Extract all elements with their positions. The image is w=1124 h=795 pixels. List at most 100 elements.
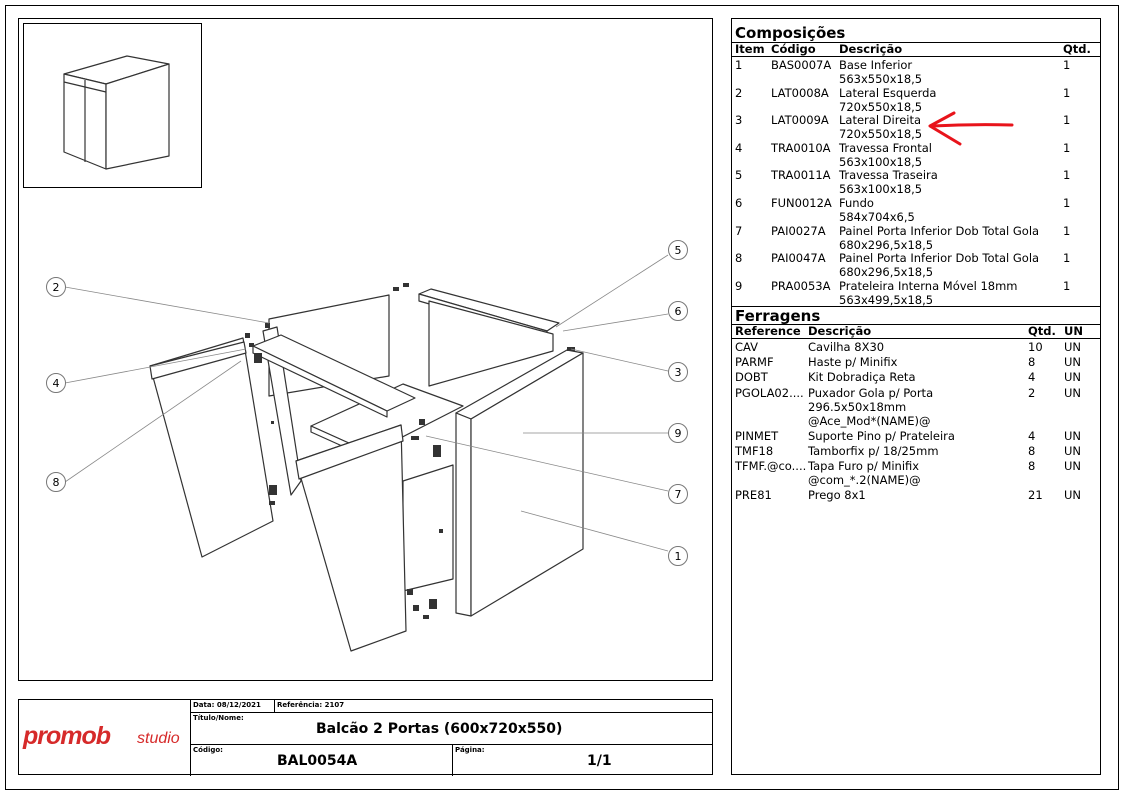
left-door-handle (149, 341, 247, 380)
red-arrow-annotation (928, 111, 1014, 146)
hardware-description: Kit Dobradiça Reta (808, 370, 916, 385)
svg-text:4: 4 (53, 377, 60, 390)
date-cell: Data: 08/12/2021 (190, 700, 274, 712)
arrow-shaft (930, 123, 1014, 128)
hardware-reference: PGOLA02.... (735, 385, 804, 400)
part-quantity: 1 (1063, 251, 1071, 266)
hardware-quantity: 8 (1028, 459, 1036, 474)
part-quantity: 1 (1063, 140, 1071, 155)
hardware-reference: PARMF (735, 355, 774, 370)
right-door-handle (295, 424, 404, 480)
balloon-4: 4 (46, 373, 66, 393)
hardware-unit: UN (1064, 385, 1082, 400)
part-description: Lateral Esquerda (839, 85, 937, 100)
thumb-side (105, 63, 170, 170)
thumbnail-svg (63, 55, 170, 170)
hardware-unit: UN (1064, 459, 1082, 474)
col-fdesc-header: Descrição (808, 324, 872, 338)
parts-list-panel: Composições Item Código Descrição Qtd. 1… (731, 18, 1101, 775)
part-code: TRA0010A (771, 140, 831, 155)
hardware-reference: TMF18 (735, 444, 774, 458)
hardware-reference: PRE81 (735, 488, 772, 503)
balloon-3: 3 (668, 362, 688, 382)
left-side-part (262, 326, 302, 496)
date-value: 08/12/2021 (216, 701, 261, 709)
part-dimensions: 680x296,5x18,5 (839, 237, 934, 252)
svg-text:2: 2 (53, 281, 60, 294)
svg-text:3: 3 (675, 366, 682, 379)
svg-text:6: 6 (675, 305, 682, 318)
part-dimensions: 720x550x18,5 (839, 127, 923, 142)
part-dimensions: 563x550x18,5 (839, 72, 923, 86)
part-quantity: 1 (1063, 278, 1071, 293)
part-code: PAI0047A (771, 251, 826, 266)
left-door-part (149, 337, 274, 558)
balloon-8: 8 (46, 472, 66, 492)
front-crossbar-edge (252, 345, 388, 418)
promob-logo: promob studio (19, 700, 190, 776)
col-desc-header: Descrição (839, 42, 903, 56)
hardware-description: Suporte Pino p/ Prateleira (808, 428, 955, 443)
hardware-description: Puxador Gola p/ Porta (808, 385, 934, 400)
svg-text:7: 7 (675, 488, 682, 501)
part-dimensions: 563x100x18,5 (839, 182, 923, 197)
hardware-reference: CAV (735, 340, 759, 354)
part-quantity: 1 (1063, 196, 1071, 210)
part-quantity: 1 (1063, 85, 1071, 100)
part-dimensions: 584x704x6,5 (839, 210, 915, 224)
hardware-description: Cavilha 8X30 (808, 340, 885, 354)
part-description: Travessa Traseira (839, 168, 938, 183)
code-cell: Código: BAL0054A (190, 744, 452, 776)
part-description: Base Inferior (839, 58, 913, 72)
svg-text:9: 9 (675, 427, 682, 440)
item-number: 3 (735, 113, 743, 128)
hardware-quantity: 4 (1028, 428, 1036, 443)
part-code: TRA0011A (771, 168, 831, 183)
col-code-header: Código (771, 42, 816, 56)
hardware-unit: UN (1064, 444, 1082, 458)
balloon-layer: 1 2 3 4 5 6 7 8 9 (46, 240, 688, 566)
hardware-description: Prego 8x1 (808, 488, 866, 503)
col-qty-header: Qtd. (1063, 42, 1091, 56)
part-quantity: 1 (1063, 113, 1071, 128)
col-reference-header: Reference (735, 324, 801, 338)
composicoes-title: Composições (735, 24, 846, 42)
item-number: 6 (735, 196, 743, 210)
title-block: promob studio Data: 08/12/2021 Referênci… (18, 699, 713, 776)
part-quantity: 1 (1063, 223, 1071, 238)
thumbnail-view (23, 23, 202, 188)
balloon-7: 7 (668, 484, 688, 504)
svg-text:5: 5 (675, 244, 682, 257)
item-number: 5 (735, 168, 743, 183)
ferragens-title: Ferragens (735, 307, 821, 325)
hardware-unit: UN (1064, 488, 1082, 503)
part-description: Fundo (839, 196, 874, 210)
svg-text:8: 8 (53, 476, 60, 489)
hardware-quantity: 8 (1028, 355, 1036, 370)
reference-value: 2107 (324, 701, 345, 709)
part-quantity: 1 (1063, 58, 1071, 72)
page-cell: Página: 1/1 (452, 744, 712, 776)
title-cell: Título/Nome: Balcão 2 Portas (600x720x55… (190, 712, 712, 744)
logo-studio-text: studio (137, 730, 180, 747)
balloon-1: 1 (668, 546, 688, 566)
exploded-view-drawing: 1 2 3 4 5 6 7 8 9 (18, 18, 713, 681)
hardware-reference: DOBT (735, 370, 768, 385)
hardware-description-line2: 296.5x50x18mm (808, 399, 907, 414)
hardware-quantity: 8 (1028, 444, 1036, 458)
drawing-code: BAL0054A (277, 753, 358, 769)
part-code: LAT0008A (771, 85, 829, 100)
part-code: FUN0012A (771, 196, 832, 210)
item-number: 1 (735, 58, 743, 72)
hardware-description-line3: @Ace_Mod*(NAME)@ (808, 413, 931, 428)
exploded-view-svg (64, 254, 669, 652)
col-un-header: UN (1064, 324, 1083, 338)
hardware-unit: UN (1064, 428, 1082, 443)
hardware-reference: PINMET (735, 428, 779, 443)
hardware-description-line2: @com_*.2(NAME)@ (808, 473, 921, 488)
hardware-unit: UN (1064, 355, 1082, 370)
hardware-description: Haste p/ Minifix (808, 355, 898, 370)
title-label: Título/Nome: (193, 714, 244, 722)
item-number: 8 (735, 251, 743, 266)
part-code: BAS0007A (771, 58, 832, 72)
